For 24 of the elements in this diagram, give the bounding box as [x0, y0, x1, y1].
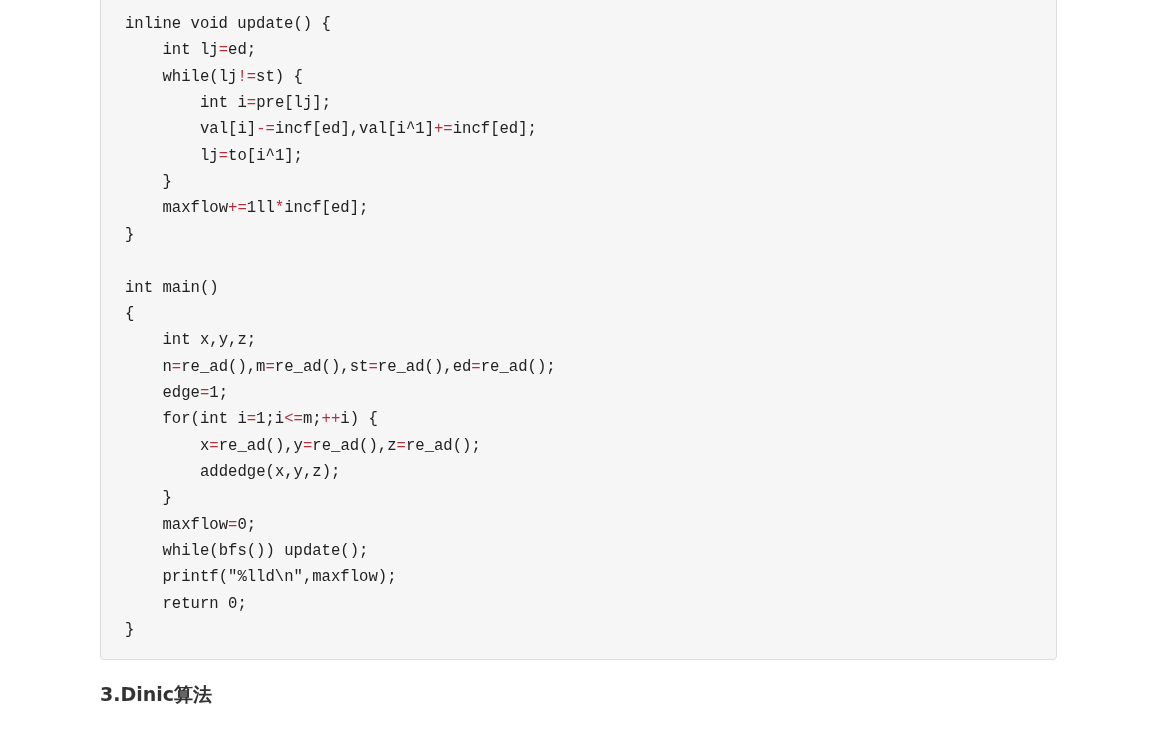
code-line: val[i]-=incf[ed],val[i^1]+=incf[ed];	[200, 119, 537, 140]
code-line: }	[162, 172, 172, 193]
code-line: }	[162, 488, 172, 509]
code-line: inline void update() {	[125, 14, 331, 34]
code-line: printf("%lld\n",maxflow);	[162, 567, 397, 588]
code-line: int x,y,z;	[162, 330, 257, 351]
code-line: addedge(x,y,z);	[200, 461, 341, 482]
section-heading: 3.Dinic算法	[100, 682, 213, 707]
code-line: for(int i=1;i<=m;++i) {	[162, 409, 378, 430]
code-line: maxflow+=1ll*incf[ed];	[162, 198, 369, 219]
code-line: edge=1;	[162, 382, 228, 403]
code-line: lj=to[i^1];	[200, 145, 303, 166]
code-line: while(lj!=st) {	[162, 66, 303, 87]
code-line: while(bfs()) update();	[162, 541, 369, 561]
code-line: {	[125, 303, 135, 324]
code-line: maxflow=0;	[162, 514, 257, 535]
code-line: int main()	[125, 277, 219, 298]
code-line: n=re_ad(),m=re_ad(),st=re_ad(),ed=re_ad();	[162, 356, 556, 377]
code-line: x=re_ad(),y=re_ad(),z=re_ad();	[200, 435, 481, 456]
code-line: }	[125, 224, 135, 245]
code-line: int lj=ed;	[162, 40, 257, 61]
code-line: int i=pre[lj];	[200, 93, 332, 114]
code-line: }	[125, 620, 135, 641]
code-line: return 0;	[162, 593, 247, 614]
